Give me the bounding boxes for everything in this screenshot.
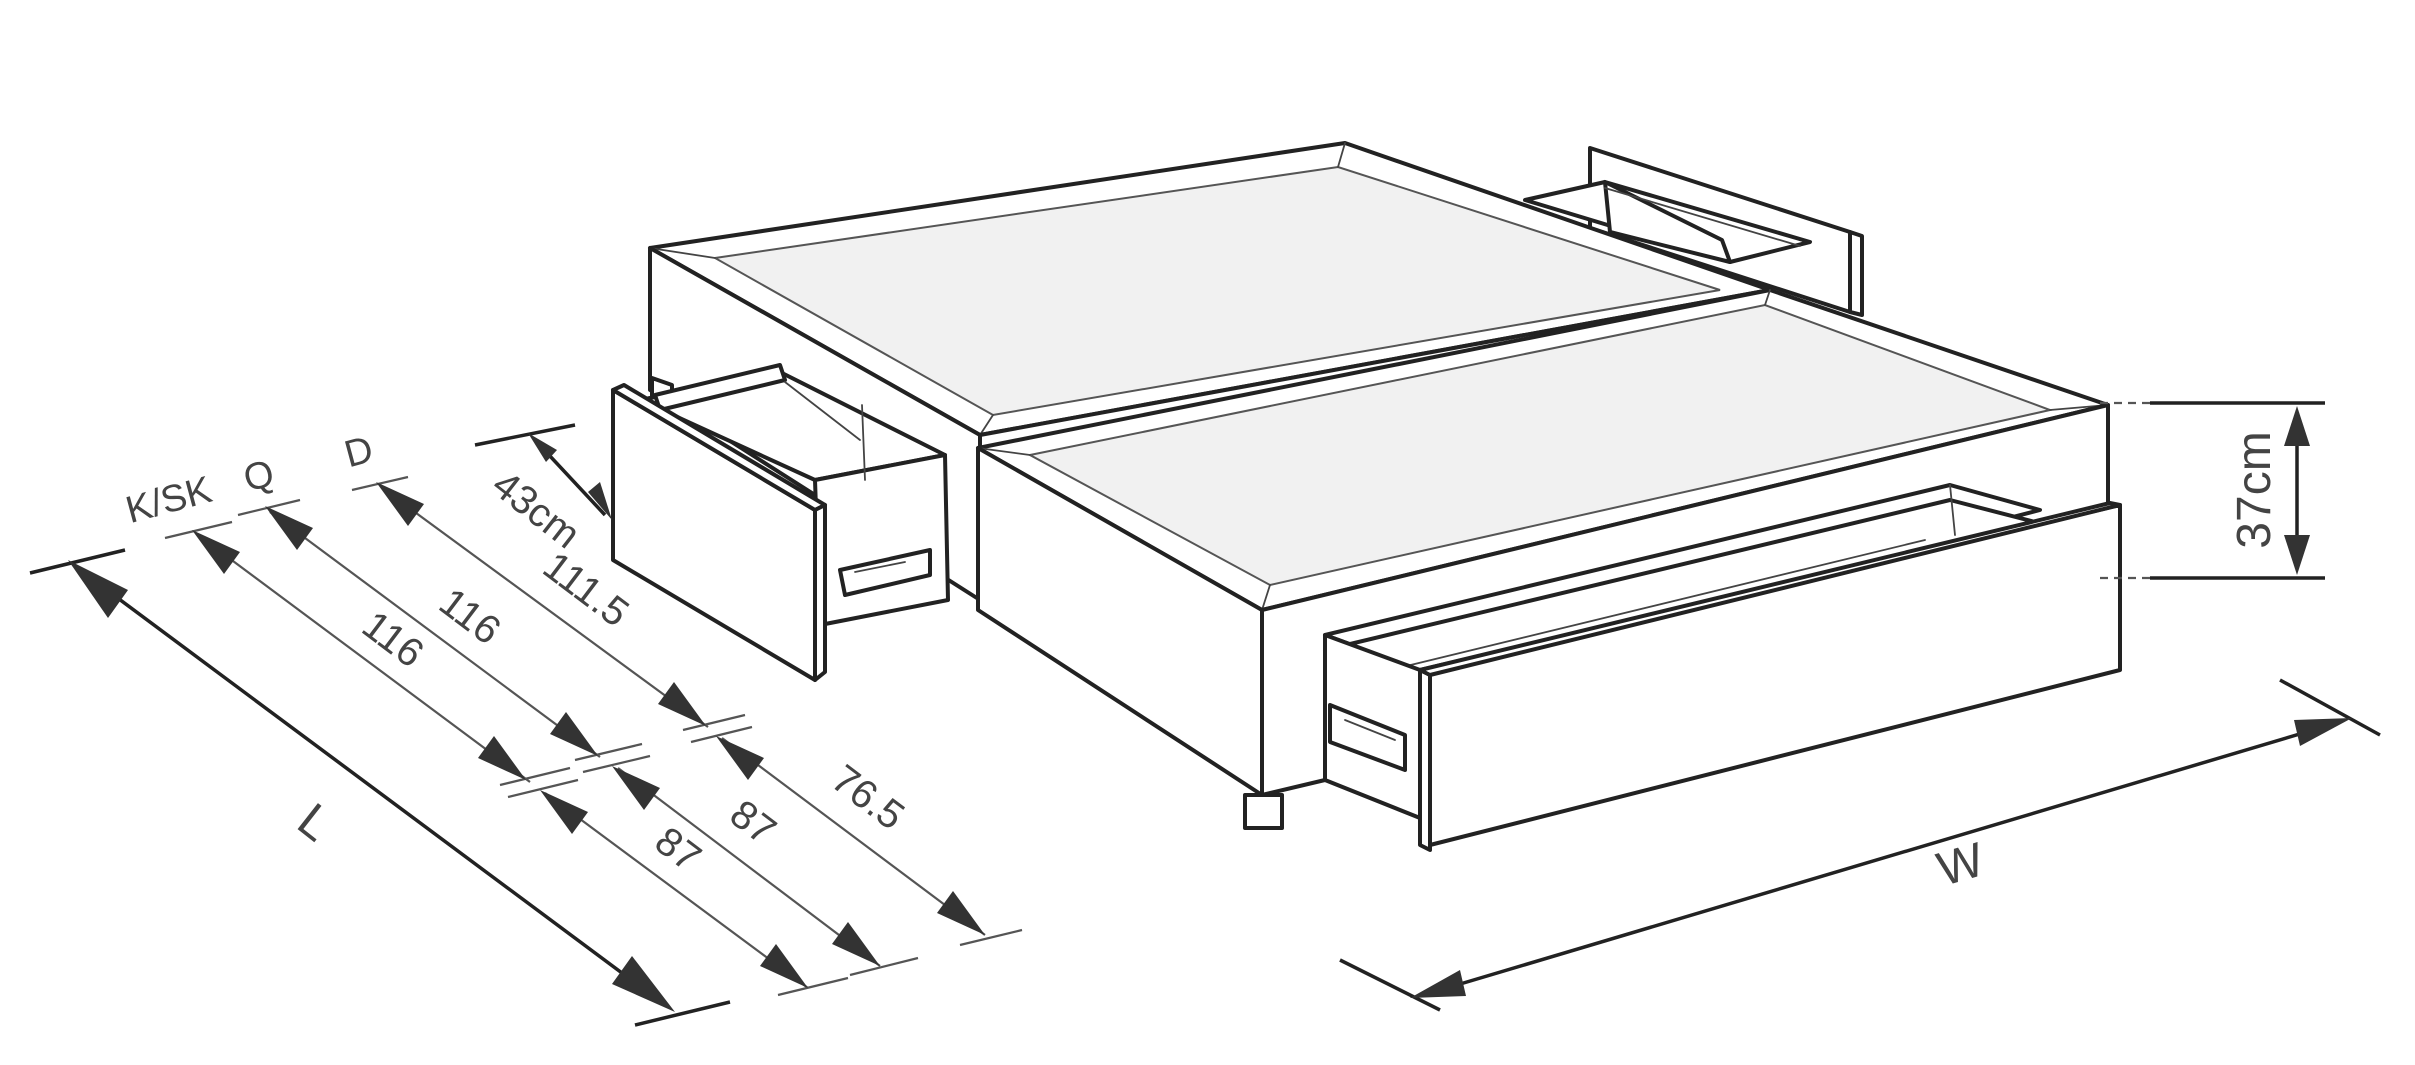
drawer-opening-dimension: 43cm (474, 423, 612, 557)
size-labels: K/SK Q D (122, 429, 378, 532)
rear-drawer-far (1523, 146, 1864, 317)
king-section-a-label: 116 (354, 603, 431, 677)
double-section-b-label: 76.5 (823, 757, 912, 839)
size-label-king: K/SK (122, 469, 217, 532)
width-label: W (1932, 833, 1991, 897)
length-label: L (288, 794, 342, 852)
height-label: 37cm (2228, 431, 2281, 548)
size-label-queen: Q (239, 452, 278, 500)
size-label-double: D (340, 429, 377, 477)
width-dimension: W (1339, 678, 2381, 1012)
queen-section-b-label: 87 (722, 792, 784, 854)
height-dimension: 37cm (2100, 401, 2325, 580)
queen-section-a-label: 116 (431, 580, 508, 654)
drawer-right (1323, 483, 2122, 852)
bed-base-drawing (611, 141, 2122, 852)
drawer-left (611, 363, 950, 682)
drawer-opening-label: 43cm (484, 462, 588, 557)
king-section-b-label: 87 (647, 819, 709, 881)
